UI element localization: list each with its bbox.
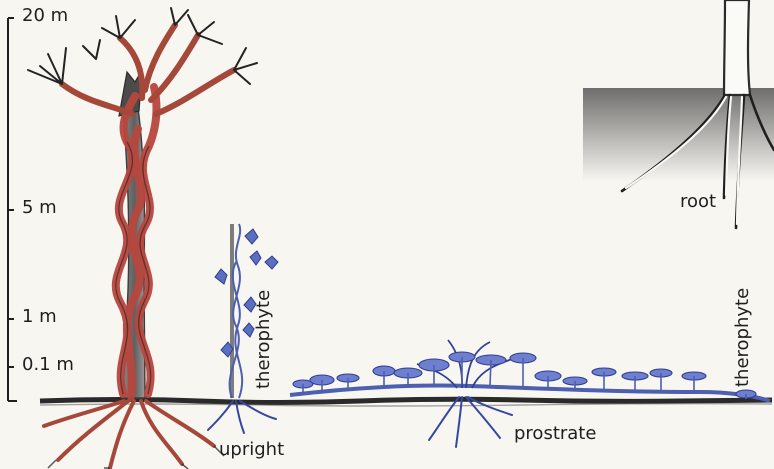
prostrate-label: prostrate bbox=[514, 425, 596, 443]
root-icon bbox=[583, 0, 774, 228]
therophyte-right-label: therophyte bbox=[734, 288, 752, 387]
upright-label: upright bbox=[219, 441, 284, 459]
scale-label-0-1m: 0.1 m bbox=[22, 356, 74, 374]
trunk-base bbox=[724, 0, 750, 95]
vertical-scale bbox=[8, 18, 17, 401]
scale-label-20m: 20 m bbox=[22, 7, 68, 25]
scale-label-5m: 5 m bbox=[22, 199, 57, 217]
root-label: root bbox=[680, 193, 716, 211]
scale-label-1m: 1 m bbox=[22, 308, 57, 326]
soil-shadow bbox=[583, 88, 774, 181]
therophyte-left-label: therophyte bbox=[255, 290, 273, 389]
